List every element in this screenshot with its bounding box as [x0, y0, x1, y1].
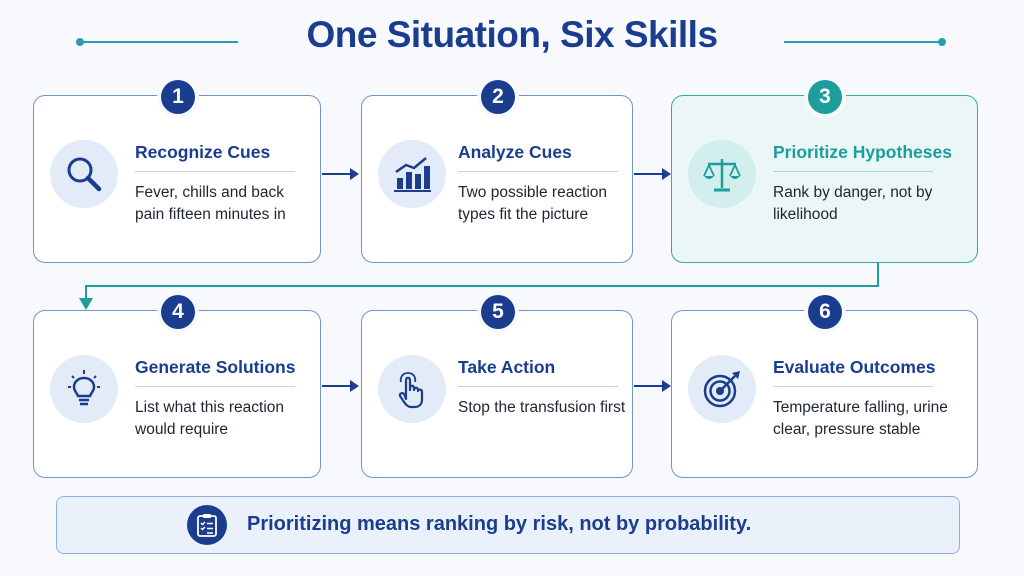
magnifier-icon	[67, 157, 102, 192]
title-divider	[135, 171, 295, 172]
step-description: Temperature falling, urine clear, pressu…	[773, 399, 948, 438]
step-title: Recognize Cues	[135, 142, 271, 162]
title-divider	[135, 386, 295, 387]
step-card-4: 4 Generate Solutions List what this reac…	[33, 295, 321, 478]
title-line-right	[784, 41, 942, 43]
bar-chart-icon	[394, 157, 431, 192]
arrow-right-icon	[634, 380, 671, 392]
step-card-3: 3 Prioritize Hypotheses Rank by danger, …	[671, 80, 978, 263]
step-description: Stop the transfusion first	[458, 399, 626, 416]
step-title: Take Action	[458, 357, 556, 377]
step-description: Two possible reaction types fit the pict…	[458, 184, 608, 223]
icon-circle	[50, 140, 118, 208]
arrow-right-icon	[634, 168, 671, 180]
scales-icon	[703, 159, 741, 192]
title-divider	[458, 171, 618, 172]
step-number-badge: 5	[481, 295, 515, 329]
step-title: Generate Solutions	[135, 357, 296, 377]
arrow-right-icon	[322, 380, 359, 392]
step-number-badge: 1	[161, 80, 195, 114]
step-description: List what this reaction would require	[135, 399, 285, 438]
step-card-2: 2 Analyze Cues Two possible reaction typ…	[361, 80, 633, 263]
title-divider	[458, 386, 618, 387]
page-title: One Situation, Six Skills	[306, 14, 718, 55]
step-card-6: 6 Evaluate Outcomes Temperature falling,…	[671, 295, 978, 478]
title-dot-right	[938, 38, 946, 46]
icon-circle	[50, 355, 118, 423]
arrow-right-icon	[322, 168, 359, 180]
icon-circle	[187, 505, 227, 545]
step-card-5: 5 Take Action Stop the transfusion first	[361, 295, 633, 478]
step-number-badge: 3	[808, 80, 842, 114]
step-number-badge: 2	[481, 80, 515, 114]
title-divider	[773, 171, 933, 172]
title-line-left	[80, 41, 238, 43]
step-title: Prioritize Hypotheses	[773, 142, 952, 162]
step-description: Fever, chills and back pain fifteen minu…	[135, 184, 286, 223]
takeaway-banner: Prioritizing means ranking by risk, not …	[56, 496, 960, 554]
icon-circle	[378, 355, 446, 423]
step-title: Evaluate Outcomes	[773, 357, 936, 377]
connector-arrow-icon	[79, 262, 879, 310]
target-icon	[703, 371, 740, 408]
pointing-hand-icon	[398, 372, 424, 409]
lightbulb-icon	[68, 370, 100, 406]
icon-circle	[688, 140, 756, 208]
clipboard-checklist-icon	[197, 514, 217, 537]
title-divider	[773, 386, 933, 387]
step-number-badge: 6	[808, 295, 842, 329]
title-dot-left	[76, 38, 84, 46]
step-description: Rank by danger, not by likelihood	[773, 184, 933, 223]
takeaway-text: Prioritizing means ranking by risk, not …	[247, 513, 752, 535]
icon-circle	[378, 140, 446, 208]
step-card-1: 1 Recognize Cues Fever, chills and back …	[33, 80, 321, 263]
icon-circle	[688, 355, 756, 423]
step-title: Analyze Cues	[458, 142, 572, 162]
step-number-badge: 4	[161, 295, 195, 329]
